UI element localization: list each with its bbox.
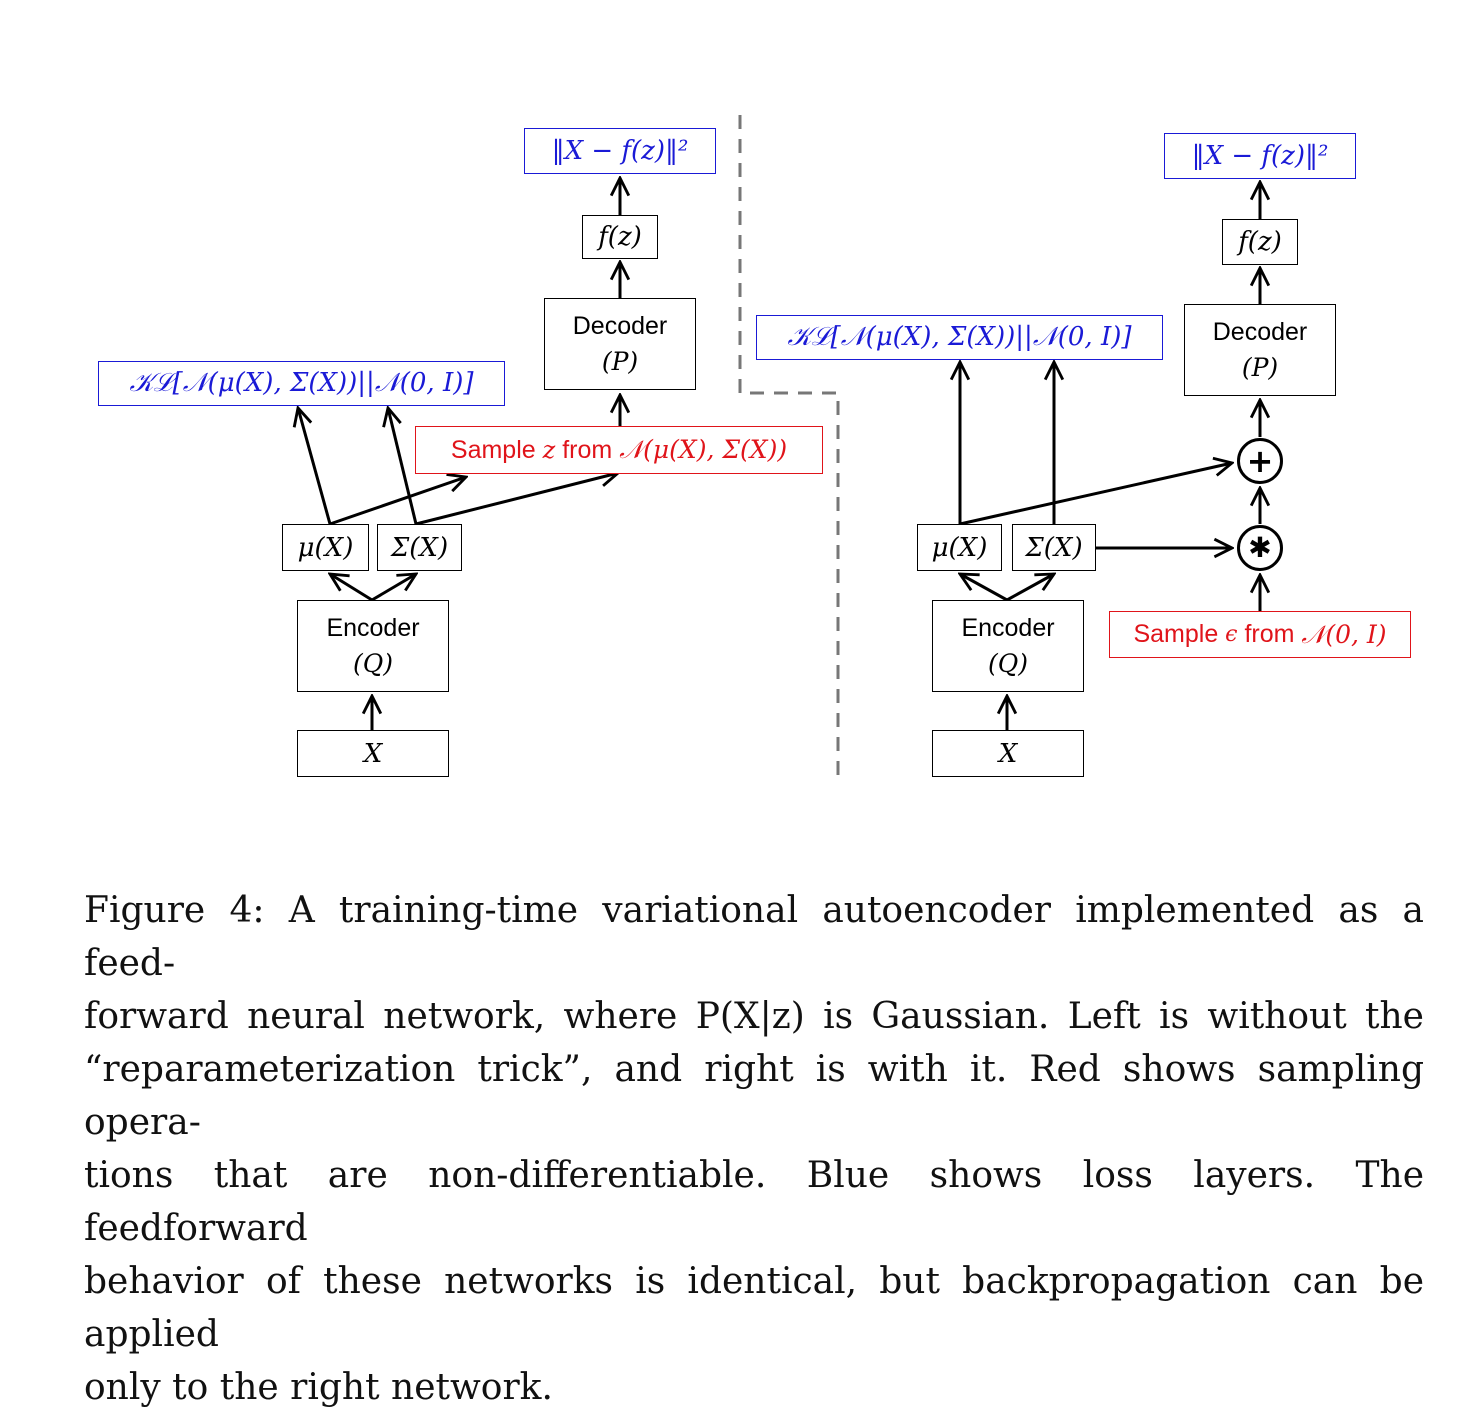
left-encoder-param: (Q): [352, 649, 393, 678]
arrow-sigma-to-sample-left: [415, 473, 618, 526]
right-decoder-label: Decoder: [1212, 318, 1308, 346]
left-mu-box: μ(X): [282, 524, 369, 571]
arrow-mu-to-sample-left: [329, 477, 466, 526]
right-fz-box: f(z): [1222, 219, 1298, 265]
left-sample-prefix: Sample: [450, 435, 543, 464]
left-sigma-box: Σ(X): [377, 524, 462, 571]
right-encoder-label: Encoder: [961, 614, 1055, 642]
right-sample-mid: from: [1237, 620, 1302, 648]
left-decoder-label: Decoder: [572, 312, 668, 340]
arrow-encoder-to-mu-left: [330, 574, 373, 602]
multiply-operator: ✱: [1237, 525, 1283, 571]
right-encoder-box: Encoder (Q): [932, 600, 1084, 692]
caption-line: only to the right network.: [84, 1367, 553, 1408]
right-encoder-param: (Q): [987, 649, 1028, 678]
left-encoder-box: Encoder (Q): [297, 600, 449, 692]
left-sample-distribution: 𝒩(μ(X), Σ(X)): [619, 435, 788, 464]
right-decoder-box: Decoder (P): [1184, 304, 1336, 396]
add-operator: +: [1237, 438, 1283, 484]
right-mu-box: μ(X): [917, 524, 1002, 571]
right-decoder-param: (P): [1241, 353, 1279, 382]
caption-line: Figure 4: A training-time variational au…: [84, 890, 1424, 984]
left-reconstruction-loss-box: ‖X − f(z)‖²: [524, 128, 716, 174]
left-sample-mid: from: [555, 435, 620, 464]
right-sample-box: Sample ϵ from 𝒩(0, I): [1109, 611, 1411, 658]
left-fz-box: f(z): [582, 215, 658, 259]
right-kl-loss-box: 𝒦ℒ[𝒩(μ(X), Σ(X))||𝒩(0, I)]: [756, 315, 1163, 360]
arrow-mu-to-plus-right: [959, 463, 1232, 526]
right-sample-variable: ϵ: [1225, 622, 1238, 647]
left-decoder-param: (P): [601, 347, 639, 376]
caption-line: forward neural network, where P(X|z) is …: [84, 996, 1424, 1037]
arrow-encoder-to-sigma-right: [1006, 574, 1054, 602]
caption-line: “reparameterization trick”, and right is…: [84, 1049, 1424, 1143]
caption-line: tions that are non-differentiable. Blue …: [84, 1155, 1424, 1249]
right-sample-prefix: Sample: [1133, 620, 1226, 648]
right-sigma-box: Σ(X): [1012, 524, 1096, 571]
left-encoder-label: Encoder: [326, 614, 420, 642]
vae-diagram: ‖X − f(z)‖² f(z) Decoder (P) 𝒦ℒ[𝒩(μ(X), …: [0, 115, 1462, 785]
right-sample-distribution: 𝒩(0, I): [1301, 619, 1387, 649]
right-reconstruction-loss-box: ‖X − f(z)‖²: [1164, 133, 1356, 179]
arrow-mu-to-kl-left: [298, 408, 332, 525]
left-sample-box: Sample z from 𝒩(μ(X), Σ(X)): [415, 426, 823, 474]
left-decoder-box: Decoder (P): [544, 298, 696, 390]
right-input-box: X: [932, 730, 1084, 777]
arrow-sigma-to-kl-left: [388, 408, 418, 525]
left-input-box: X: [297, 730, 449, 777]
caption-line: behavior of these networks is identical,…: [84, 1261, 1424, 1355]
arrow-encoder-to-sigma-left: [371, 574, 416, 602]
arrow-encoder-to-mu-right: [960, 574, 1008, 602]
left-sample-variable: z: [542, 436, 556, 464]
figure-caption: Figure 4: A training-time variational au…: [84, 884, 1424, 1414]
left-kl-loss-box: 𝒦ℒ[𝒩(μ(X), Σ(X))||𝒩(0, I)]: [98, 361, 505, 406]
arrows-layer: [0, 115, 1462, 785]
